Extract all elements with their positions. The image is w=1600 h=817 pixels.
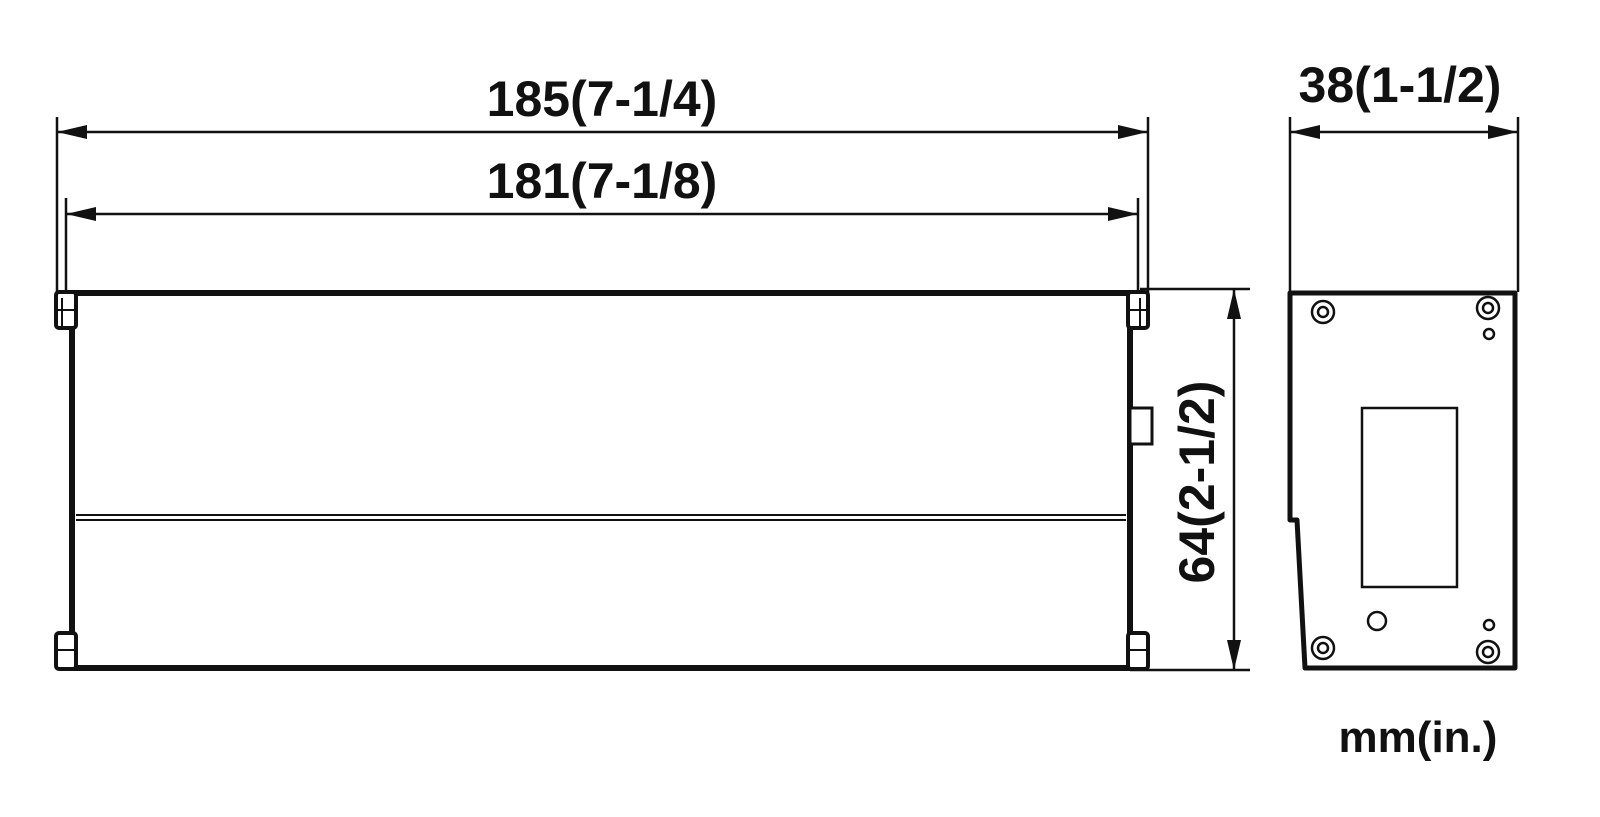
units-label: mm(in.) bbox=[1339, 713, 1498, 762]
label-plate bbox=[1360, 406, 1459, 589]
height-label: 64(2-1/2) bbox=[1169, 381, 1225, 584]
overall-width-dimension bbox=[55, 117, 1150, 296]
overall-width-label: 185(7-1/4) bbox=[487, 71, 718, 127]
depth-dimension bbox=[1288, 117, 1520, 292]
side-view bbox=[1287, 290, 1518, 671]
depth-label: 38(1-1/2) bbox=[1299, 57, 1502, 113]
body-width-label: 181(7-1/8) bbox=[487, 153, 718, 209]
body-width-dimension bbox=[64, 198, 1140, 292]
front-view bbox=[54, 290, 1154, 671]
height-dimension bbox=[1130, 287, 1250, 672]
